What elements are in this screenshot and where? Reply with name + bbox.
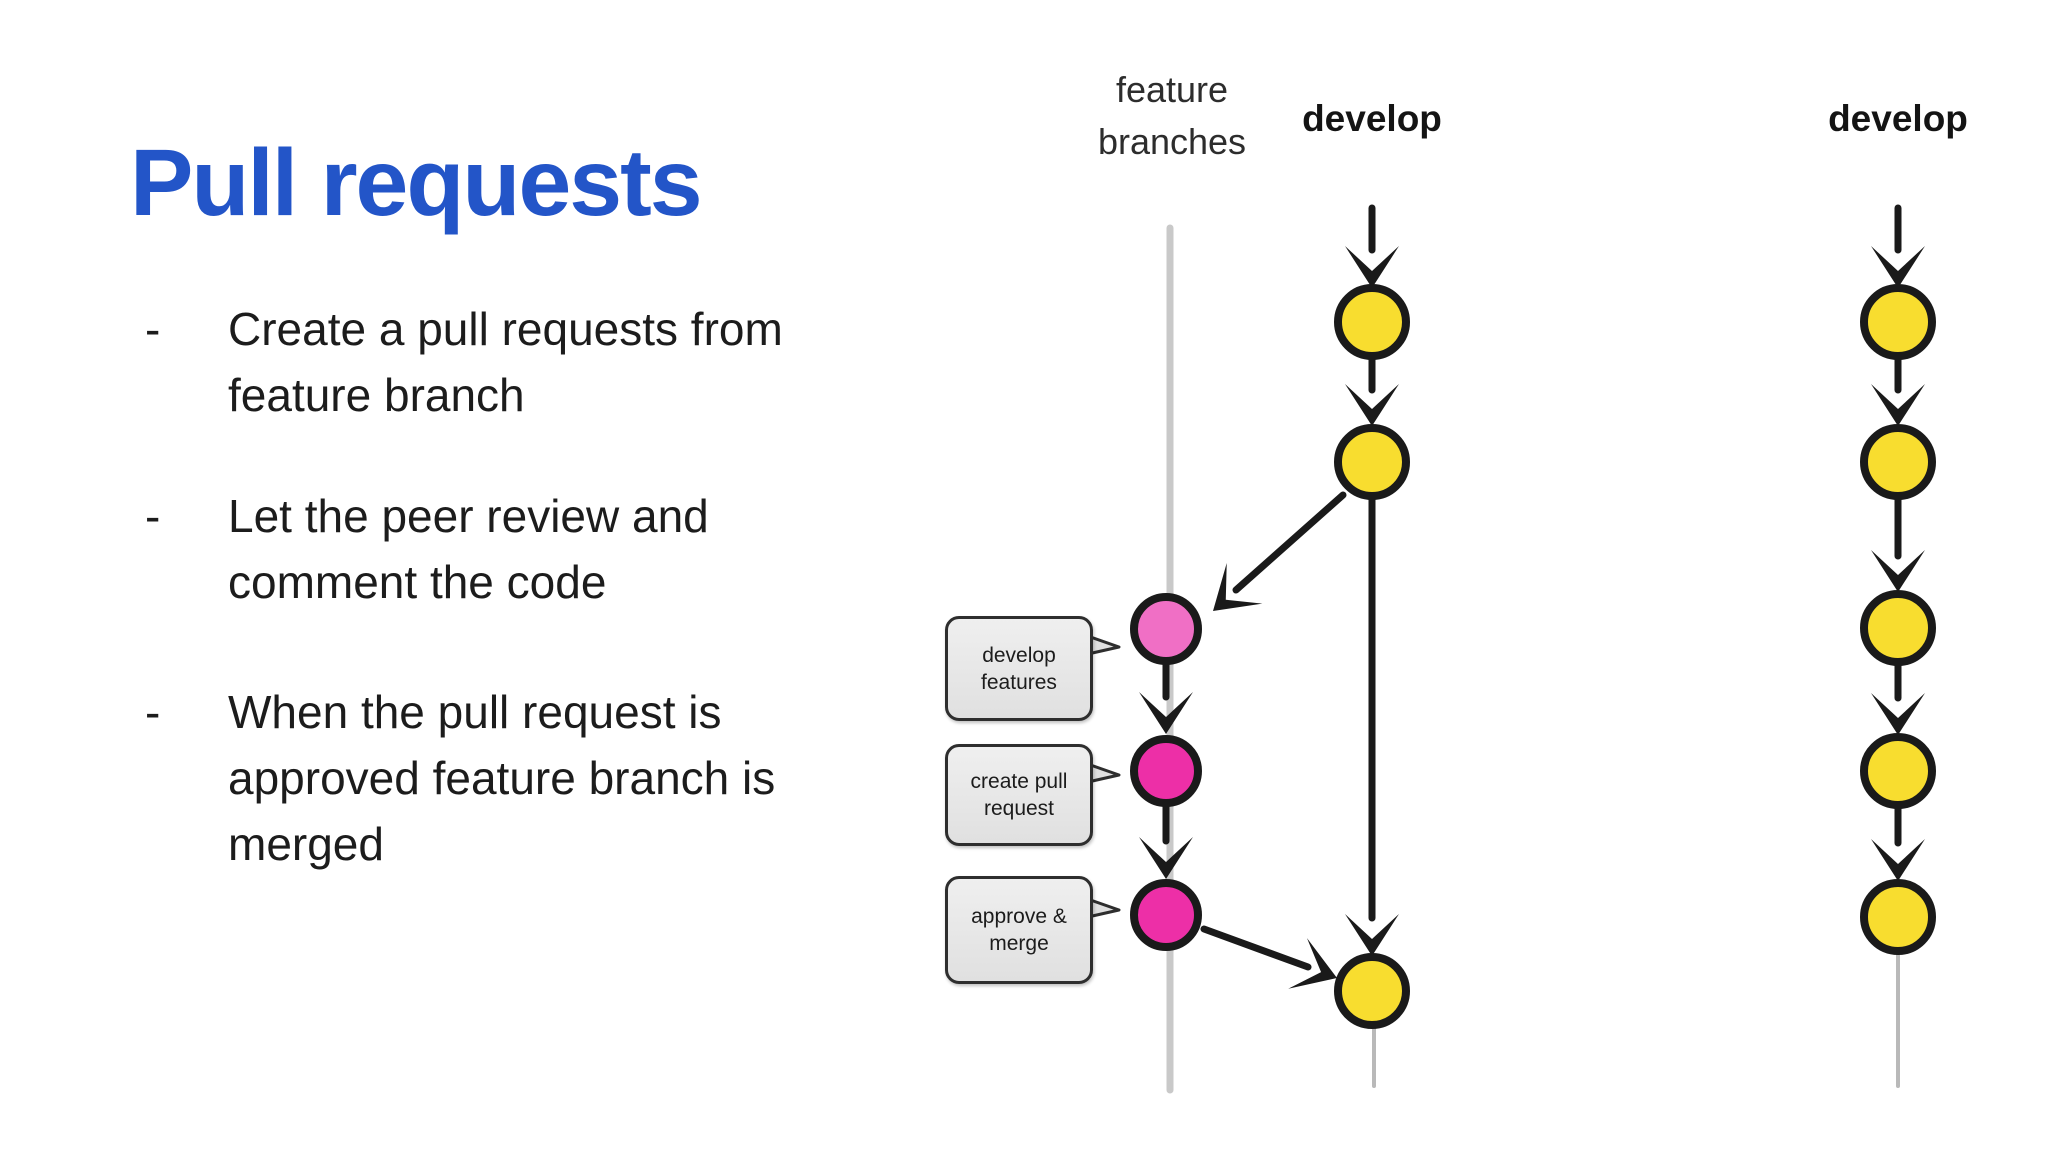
commit-node-develop-2 bbox=[1334, 424, 1410, 500]
commit-node-feature-2 bbox=[1130, 735, 1202, 807]
arrow-develop-top-right bbox=[1871, 204, 1925, 288]
bullet-text: When the pull request is approved featur… bbox=[228, 686, 776, 870]
callout-approve-and-merge: approve & merge bbox=[945, 876, 1093, 984]
commit-node-right-4 bbox=[1860, 733, 1936, 809]
bullet-item: - When the pull request is approved feat… bbox=[145, 679, 905, 877]
arrow-right-commit3-commit4 bbox=[1871, 659, 1925, 735]
bullet-text: Let the peer review and comment the code bbox=[228, 490, 709, 608]
arrow-right-commit4-commit5 bbox=[1871, 802, 1925, 881]
callout-develop-features: develop features bbox=[945, 616, 1093, 721]
commit-node-merge bbox=[1334, 953, 1410, 1029]
arrow-feature-commit1-commit2 bbox=[1139, 659, 1193, 734]
lane-label-develop-left: develop bbox=[1302, 98, 1442, 139]
page-title: Pull requests bbox=[130, 129, 703, 236]
commit-node-develop-1 bbox=[1334, 284, 1410, 360]
bullet-text: Create a pull requests from feature bran… bbox=[228, 303, 783, 421]
callout-create-pull-request: create pull request bbox=[945, 744, 1093, 846]
lane-label-feature-branches: feature branches bbox=[1097, 69, 1247, 162]
commit-node-feature-1 bbox=[1130, 593, 1202, 665]
bullet-dash: - bbox=[145, 303, 161, 355]
commit-node-right-1 bbox=[1860, 284, 1936, 360]
commit-node-right-5 bbox=[1860, 879, 1936, 955]
arrow-right-commit1-commit2 bbox=[1871, 356, 1925, 426]
arrow-right-commit2-commit3 bbox=[1871, 494, 1925, 592]
bullet-dash: - bbox=[145, 490, 161, 542]
arrow-feature-commit2-commit3 bbox=[1139, 802, 1193, 879]
commit-node-feature-3 bbox=[1130, 879, 1202, 951]
bullet-dash: - bbox=[145, 686, 161, 738]
arrow-feature-merge-into-develop bbox=[1200, 925, 1337, 989]
commit-node-right-2 bbox=[1860, 424, 1936, 500]
arrow-develop-commit1-commit2 bbox=[1345, 356, 1399, 426]
bullet-item: - Let the peer review and comment the co… bbox=[145, 483, 905, 615]
lane-label-develop-right: develop bbox=[1828, 98, 1968, 139]
arrow-branch-off-to-feature bbox=[1213, 491, 1347, 611]
commit-node-right-3 bbox=[1860, 590, 1936, 666]
bullet-item: - Create a pull requests from feature br… bbox=[145, 296, 905, 428]
arrow-develop-top-left bbox=[1345, 204, 1399, 288]
arrow-develop-to-merge-commit bbox=[1345, 494, 1399, 956]
